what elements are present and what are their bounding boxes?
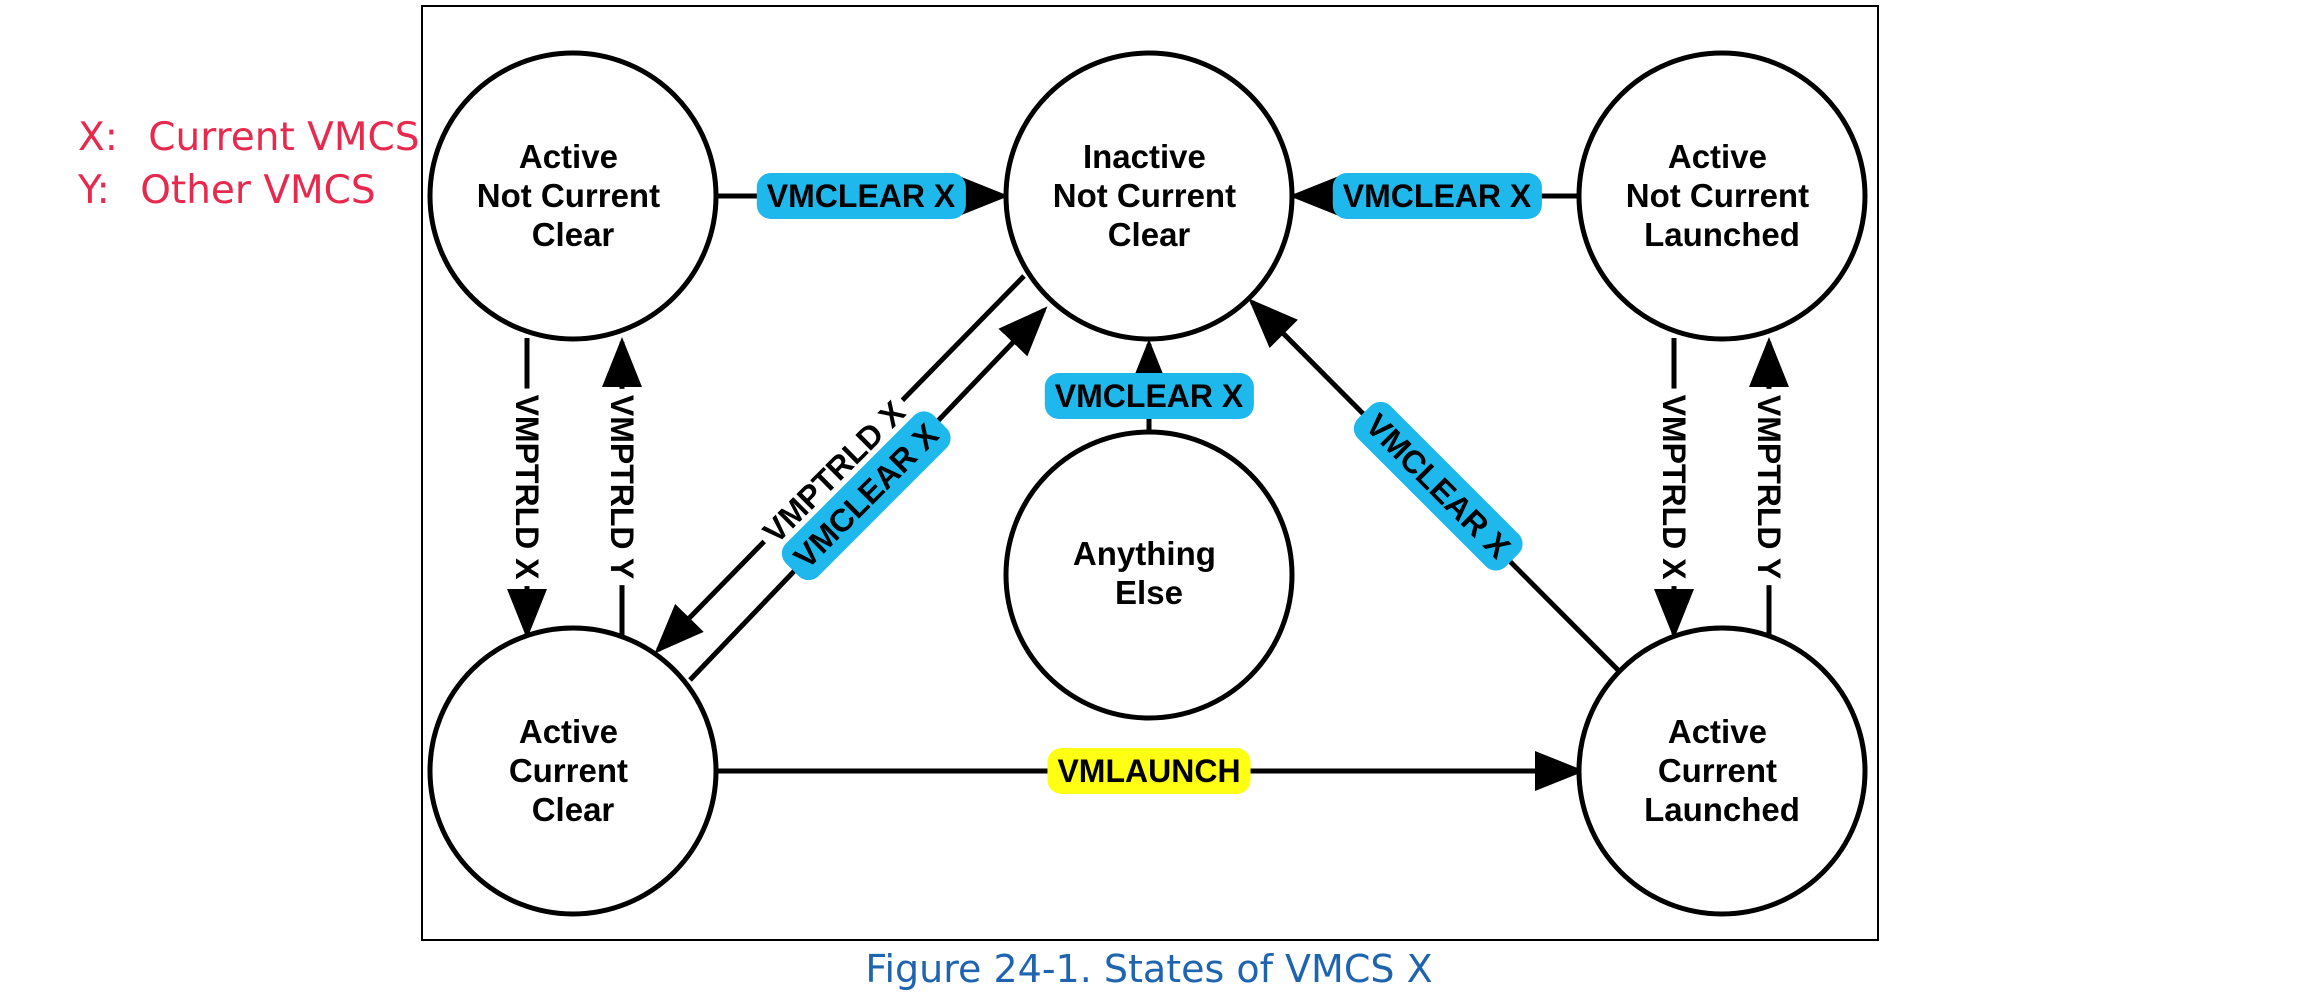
state-nodes (427, 50, 1868, 917)
state-anything-else (1003, 429, 1295, 721)
transition-labels: VMCLEAR X VMCLEAR X VMCLEAR X VMPTRLD X … (506, 173, 1790, 794)
label-active-current-launched: Active Current Launched (1644, 713, 1800, 828)
label-inactive-not-current-clear: Inactive Not Current Clear (1053, 138, 1246, 253)
label-active-current-clear: Active Current Clear (509, 713, 637, 828)
label-line: Else (1115, 574, 1183, 611)
legend-current-vmcs: X: Current VMCS (78, 115, 419, 160)
diagram-frame (421, 5, 1879, 941)
label-line: Launched (1644, 216, 1800, 253)
edge-label-ac-clear-to-ac-launched: VMLAUNCH (1047, 748, 1251, 794)
highlight-pill (1748, 388, 1790, 586)
edge-label-ac-launched-to-anc-launched: VMPTRLD Y (1748, 388, 1790, 586)
edge-label-anc-clear-to-ac-clear: VMPTRLD X (506, 388, 548, 587)
highlight-pill (1653, 388, 1695, 587)
label-line: Active (1668, 138, 1767, 175)
label-active-not-current-clear: Active Not Current Clear (477, 138, 670, 253)
legend-key-x: X: (78, 115, 118, 160)
label-line: Active (1668, 713, 1767, 750)
label-line: Active (519, 713, 618, 750)
label-line: Not Current (1053, 177, 1236, 214)
label-line: Not Current (1626, 177, 1809, 214)
state-active-current-clear (427, 625, 719, 917)
label-line: Current (1658, 752, 1777, 789)
highlight-pill (1353, 401, 1523, 571)
label-line: Clear (1108, 216, 1191, 253)
label-line: Clear (532, 791, 615, 828)
edge-label-text: VMCLEAR X (767, 178, 956, 214)
edge-label-text: VMCLEAR X (1055, 378, 1244, 414)
legend-other-vmcs: Y: Other VMCS (77, 168, 376, 213)
highlight-pill (601, 388, 643, 586)
legend-key-y: Y: (77, 168, 110, 213)
highlight-pill (1332, 173, 1542, 219)
edge-label-anc-launched-to-ac-launched: VMPTRLD X (1653, 388, 1695, 587)
edge-label-anc-clear-to-inactive: VMCLEAR X (756, 173, 966, 219)
label-active-not-current-launched: Active Not Current Launched (1626, 138, 1819, 253)
highlight-pill (506, 388, 548, 587)
highlight-pill (756, 173, 966, 219)
edge-label-text: VMCLEAR X (1343, 178, 1532, 214)
highlight-pill (781, 411, 951, 581)
label-line: Current (509, 752, 628, 789)
highlight-pill (749, 387, 919, 557)
label-line: Launched (1644, 791, 1800, 828)
state-inactive-not-current-clear (1003, 50, 1295, 342)
label-line: Active (519, 138, 618, 175)
edge-label-text: VMPTRLD Y (604, 395, 640, 579)
label-line: Inactive (1083, 138, 1206, 175)
edge-label-anc-launched-to-inactive: VMCLEAR X (1332, 173, 1542, 219)
edge-label-text: VMPTRLD X (509, 395, 545, 581)
edge-label-ac-clear-to-anc-clear: VMPTRLD Y (601, 388, 643, 586)
edge-label-text: VMPTRLD Y (1751, 395, 1787, 579)
highlight-pill (1044, 373, 1254, 419)
state-active-not-current-clear (427, 50, 719, 342)
legend-desc-current-vmcs: Current VMCS (148, 115, 419, 160)
edge-label-text: VMPTRLD X (1656, 395, 1692, 581)
label-line: Not Current (477, 177, 660, 214)
state-active-not-current-launched (1576, 50, 1868, 342)
figure-caption: Figure 24-1. States of VMCS X (865, 947, 1432, 991)
edge-label-anything-else-to-inactive: VMCLEAR X (1044, 373, 1254, 419)
highlight-pill (1047, 748, 1251, 794)
state-active-current-launched (1576, 625, 1868, 917)
label-line: Anything (1073, 535, 1216, 572)
label-anything-else: Anything Else (1073, 535, 1225, 611)
edge-label-text: VMCLEAR X (1359, 407, 1518, 566)
edge-label-text: VMLAUNCH (1057, 753, 1240, 789)
legend-desc-other-vmcs: Other VMCS (140, 168, 375, 213)
edge-label-ac-launched-to-inactive: VMCLEAR X (1353, 401, 1523, 571)
state-labels: Active Not Current Clear Inactive Not Cu… (477, 138, 1819, 828)
label-line: Clear (532, 216, 615, 253)
